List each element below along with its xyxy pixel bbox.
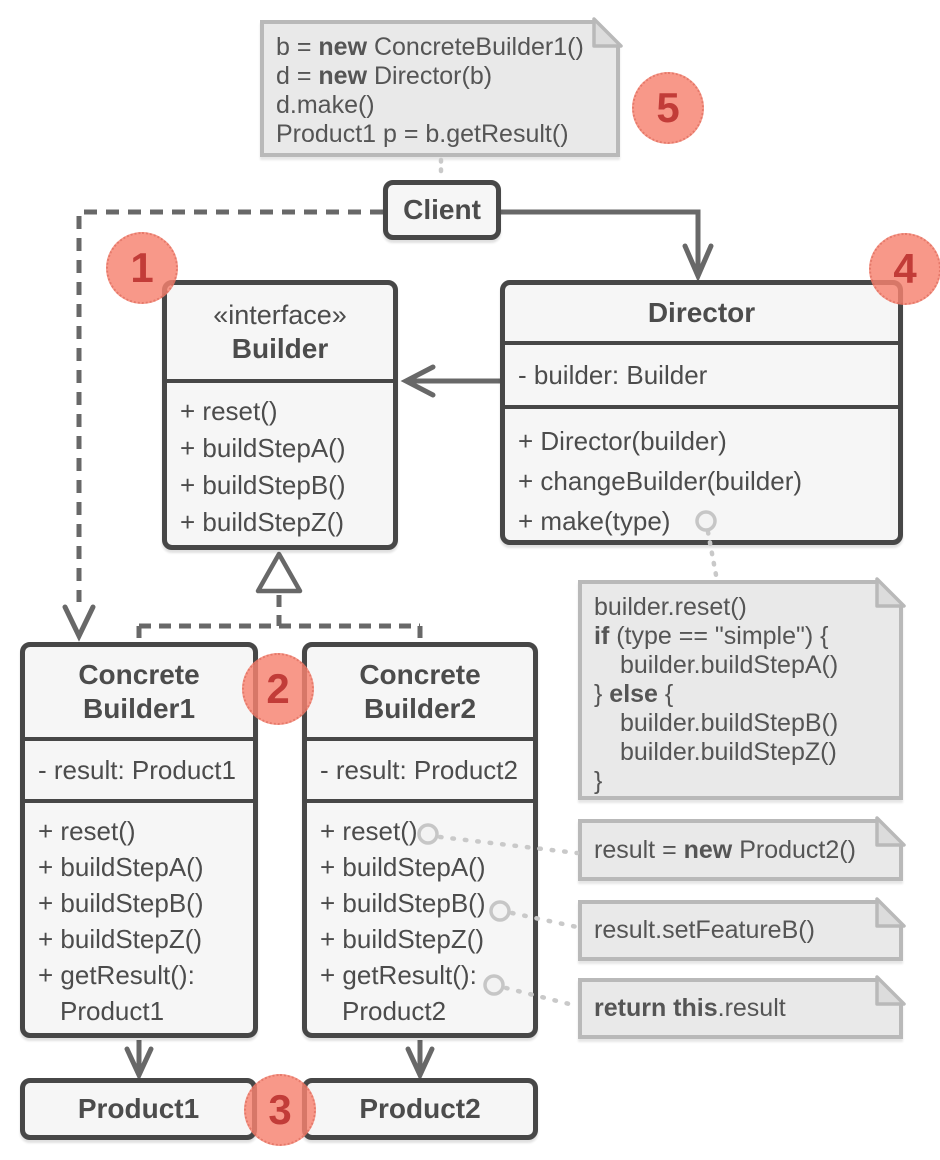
method-item: + changeBuilder(builder) <box>518 466 803 496</box>
method-item: + getResult(): <box>320 960 477 990</box>
inheritance-triangle-icon <box>255 551 303 594</box>
attribute-item: - result: Product2 <box>320 754 518 785</box>
stereotype-label: «interface» <box>213 300 347 330</box>
badge-1: 1 <box>106 232 178 304</box>
class-title: Builder2 <box>363 693 477 724</box>
client-code-note: b = new ConcreteBuilder1() d = new Direc… <box>260 20 620 157</box>
method-item: Product2 <box>342 996 447 1026</box>
class-title: Client <box>403 194 481 225</box>
badge-number: 3 <box>268 1086 292 1133</box>
class-title: Builder <box>231 333 329 364</box>
association-arrowhead-icon <box>682 243 714 283</box>
product1-class-box: Product1 <box>20 1078 257 1140</box>
builder-interface-box: «interface» Builder + reset() + buildSte… <box>162 280 398 550</box>
method-item: + buildStepB() <box>320 888 486 918</box>
attributes-section: - result: Product1 <box>25 737 253 799</box>
method-item: + buildStepZ() <box>320 924 485 954</box>
code-line: builder.buildStepZ() <box>620 738 837 766</box>
code-line: result = new Product2() <box>594 835 856 864</box>
code-line: builder.buildStepB() <box>620 709 839 737</box>
method-item: + make(type) <box>518 506 671 536</box>
method-item: + buildStepB() <box>38 888 204 918</box>
make-pseudocode-note: builder.reset() if (type == "simple") { … <box>578 580 903 800</box>
badge-5: 5 <box>632 72 704 144</box>
builders-to-products-lines <box>136 1040 423 1070</box>
code-line: builder.reset() <box>594 593 747 621</box>
reset-code-note: result = new Product2() <box>578 819 903 881</box>
code-line: } else { <box>594 680 674 708</box>
class-title: Director <box>647 297 756 328</box>
badge-number: 1 <box>130 244 154 291</box>
code-line: if (type == "simple") { <box>594 622 829 650</box>
class-title: Concrete <box>359 659 481 690</box>
code-line: return this.result <box>594 994 786 1022</box>
attribute-item: - result: Product1 <box>38 754 236 785</box>
methods-section: + reset() + buildStepA() + buildStepB() … <box>307 799 533 1033</box>
product2-class-box: Product2 <box>302 1078 538 1140</box>
class-title: Product1 <box>77 1093 200 1124</box>
featureb-code-note: result.setFeatureB() <box>578 900 903 961</box>
method-item: + Director(builder) <box>518 426 727 456</box>
return-code-note: return this.result <box>578 978 903 1039</box>
association-arrowhead-icon <box>400 364 436 398</box>
methods-section: + reset() + buildStepA() + buildStepB() … <box>25 799 253 1033</box>
method-item: + buildStepZ() <box>180 507 345 537</box>
code-line: Product1 p = b.getResult() <box>276 120 569 148</box>
code-line: b = new ConcreteBuilder1() <box>276 33 584 61</box>
realization-dashed-lines <box>136 595 423 641</box>
method-item: + buildStepZ() <box>38 924 203 954</box>
method-item: + buildStepA() <box>38 852 204 882</box>
attributes-section: - builder: Builder <box>505 341 898 405</box>
code-line: d.make() <box>276 91 375 119</box>
class-header: Director <box>505 285 898 341</box>
method-item: + reset() <box>180 396 278 426</box>
badge-3: 3 <box>244 1074 316 1146</box>
method-item: + buildStepA() <box>180 433 346 463</box>
method-item: + reset() <box>38 816 136 846</box>
badge-number: 2 <box>266 665 290 712</box>
method-item: + getResult(): <box>38 960 195 990</box>
method-item: + buildStepB() <box>180 470 346 500</box>
class-header: Concrete Builder1 <box>25 647 253 737</box>
code-line: result.setFeatureB() <box>594 916 815 944</box>
methods-section: + Director(builder) + changeBuilder(buil… <box>505 405 898 541</box>
method-item: Product1 <box>60 996 165 1026</box>
class-header: Concrete Builder2 <box>307 647 533 737</box>
client-to-director-line <box>499 209 701 272</box>
class-title: Builder1 <box>82 693 196 724</box>
badge-number: 4 <box>893 245 917 292</box>
class-header: «interface» Builder <box>167 285 393 379</box>
client-class-box: Client <box>383 180 501 240</box>
arrowhead-icon <box>124 1046 154 1081</box>
class-title: Product2 <box>359 1093 481 1124</box>
code-line: builder.buildStepA() <box>620 651 839 679</box>
method-item: + buildStepA() <box>320 852 486 882</box>
method-item: + reset() <box>320 816 418 846</box>
attributes-section: - result: Product2 <box>307 737 533 799</box>
arrowhead-icon <box>405 1046 435 1081</box>
director-class-box: Director - builder: Builder + Director(b… <box>500 280 903 545</box>
concrete-builder1-class-box: Concrete Builder1 - result: Product1 + r… <box>20 642 258 1038</box>
code-line: } <box>594 767 603 795</box>
methods-section: + reset() + buildStepA() + buildStepB() … <box>167 379 393 545</box>
badge-number: 5 <box>656 84 680 131</box>
concrete-builder2-class-box: Concrete Builder2 - result: Product2 + r… <box>302 642 538 1038</box>
dependency-arrowhead-icon <box>62 604 96 642</box>
class-title: Concrete <box>78 659 200 690</box>
badge-4: 4 <box>869 233 940 305</box>
code-line: d = new Director(b) <box>276 62 493 90</box>
badge-2: 2 <box>242 653 314 725</box>
attribute-item: - builder: Builder <box>518 359 708 390</box>
